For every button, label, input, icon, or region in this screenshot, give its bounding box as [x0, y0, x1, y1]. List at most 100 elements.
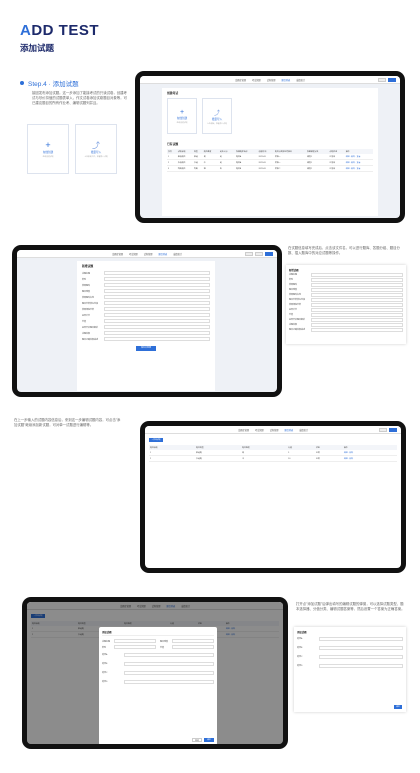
field-label: 所属题库名称 — [289, 294, 302, 296]
field-input[interactable] — [104, 289, 210, 293]
field-input[interactable] — [104, 271, 210, 275]
field-input[interactable] — [311, 282, 403, 287]
back-button[interactable] — [379, 428, 387, 432]
nav-item[interactable]: 成绩统计 — [181, 605, 190, 608]
form-row: 试题答案 — [82, 330, 210, 336]
add-question-button[interactable]: + 添加试题 — [149, 438, 163, 442]
create-online-card[interactable]: + 在线创建 在线创建试题 — [167, 98, 197, 134]
save-button[interactable] — [255, 252, 263, 256]
field-label: 类型 — [289, 279, 294, 281]
field-input[interactable] — [104, 319, 210, 323]
laptop-frame-3: 试题库管理 考试管理 试卷管理 题目列表 成绩统计 + 添加试题 题目标题题目类… — [140, 421, 406, 573]
option-label: 选项D — [102, 681, 108, 683]
type-select[interactable] — [114, 645, 156, 649]
field-input[interactable] — [311, 277, 403, 282]
field-input[interactable] — [311, 292, 403, 297]
nav-item[interactable]: 试题库管理 — [238, 429, 249, 432]
field-input[interactable] — [311, 312, 403, 317]
field-input[interactable] — [311, 297, 403, 302]
create-button[interactable] — [265, 252, 273, 256]
table-cell: 考核二 — [273, 165, 306, 172]
nav-item-active[interactable]: 题目列表 — [284, 429, 294, 432]
field-input[interactable] — [311, 317, 403, 322]
nav-item[interactable]: 试卷管理 — [151, 605, 161, 608]
table-cell: 课程1 — [305, 159, 329, 166]
table-cell: 5 — [287, 450, 315, 456]
row-actions[interactable]: 编辑 · 删除 — [224, 631, 279, 638]
row-actions[interactable]: 编辑 · 删除 · 查看 — [344, 165, 373, 172]
cancel-button[interactable]: 取消 — [192, 738, 202, 742]
back-button[interactable] — [245, 252, 253, 256]
nav-item-active[interactable]: 题目列表 — [166, 605, 176, 608]
nav-item[interactable]: 试题库管理 — [120, 605, 131, 608]
section-title: 创建考试 — [167, 91, 179, 95]
option-input[interactable] — [124, 661, 214, 666]
row-actions[interactable]: 编辑 · 删除 — [224, 626, 279, 632]
row-actions[interactable]: 编辑 · 删除 — [342, 450, 397, 456]
field-input[interactable] — [311, 287, 403, 292]
option-input[interactable] — [124, 679, 214, 684]
option-input[interactable] — [319, 654, 403, 659]
field-input[interactable] — [104, 301, 210, 305]
create-online-card[interactable]: + 在线创建 在线创建试题 — [27, 124, 69, 174]
field-input[interactable] — [311, 327, 403, 332]
field-label: 所属课程分类 — [289, 304, 302, 306]
difficulty-select[interactable] — [172, 639, 214, 643]
save-button[interactable] — [389, 428, 397, 432]
field-input[interactable] — [104, 331, 210, 335]
form-row: 是否开启题目解析 — [82, 324, 210, 330]
nav-item[interactable]: 成绩统计 — [173, 253, 182, 256]
nav-item[interactable]: 考试管理 — [128, 253, 138, 256]
field-input[interactable] — [104, 337, 210, 341]
field-input[interactable] — [311, 302, 403, 307]
field-input[interactable] — [104, 277, 210, 281]
table-cell: 正常 — [315, 450, 343, 456]
nav-item[interactable]: 试卷管理 — [269, 429, 279, 432]
nav-item[interactable]: 考试管理 — [254, 429, 264, 432]
score-input[interactable] — [172, 645, 214, 649]
nav-item-active[interactable]: 题目列表 — [158, 253, 168, 256]
nav-item-active[interactable]: 题目列表 — [281, 79, 291, 82]
row-actions[interactable]: 编辑 · 删除 · 查看 — [344, 154, 373, 160]
row-actions[interactable]: 编辑 · 删除 — [342, 455, 397, 462]
title-input[interactable] — [114, 639, 156, 643]
nav-item[interactable]: 成绩统计 — [299, 429, 308, 432]
option-input[interactable] — [124, 670, 214, 675]
option-input[interactable] — [319, 645, 403, 650]
batch-import-card[interactable]: ⤴ 批量导入 上传模板，批量导入试题 — [202, 98, 232, 134]
field-input[interactable] — [311, 322, 403, 327]
nav-item[interactable]: 试卷管理 — [266, 79, 276, 82]
preview-ok-button[interactable]: 确定 — [394, 705, 402, 709]
option-input[interactable] — [319, 636, 403, 641]
card-sub: 上传模板文件，批量导入试题 — [84, 155, 108, 158]
nav-item[interactable]: 试卷管理 — [143, 253, 153, 256]
add-question-button[interactable]: + 添加试题 — [31, 614, 45, 618]
ok-button[interactable]: 确定 — [204, 738, 214, 742]
row-actions[interactable]: 编辑 · 删除 · 查看 — [344, 159, 373, 166]
back-button[interactable] — [378, 78, 386, 82]
preview-form: 试题标题类型所属题库题目难度所属题库名称题目分类所在考核所属课程分类是否计分分值… — [289, 272, 403, 332]
save-button[interactable] — [388, 78, 396, 82]
field-input[interactable] — [104, 283, 210, 287]
batch-import-card[interactable]: ⤴ 批量导入 上传模板文件，批量导入试题 — [75, 124, 117, 174]
field-input[interactable] — [104, 325, 210, 329]
form-row: 类型 — [289, 277, 403, 282]
field-input[interactable] — [104, 313, 210, 317]
option-input[interactable] — [319, 663, 403, 668]
submit-button[interactable]: 保存并创建 — [136, 346, 156, 351]
nav-item[interactable]: 试题库管理 — [235, 79, 246, 82]
nav-item[interactable]: 考试管理 — [251, 79, 261, 82]
top-nav: 试题库管理 考试管理 试卷管理 题目列表 成绩统计 — [27, 602, 283, 610]
field-input[interactable] — [104, 307, 210, 311]
field-label: 是否开启题目解析 — [82, 326, 99, 329]
table-cell: 2021-03 — [257, 154, 274, 160]
nav-item[interactable]: 考试管理 — [136, 605, 146, 608]
field-input[interactable] — [311, 307, 403, 312]
table-header-cell: 题目难度 — [241, 445, 288, 450]
field-input[interactable] — [311, 272, 403, 277]
option-input[interactable] — [124, 652, 214, 657]
nav-item[interactable]: 试题库管理 — [112, 253, 123, 256]
nav-item[interactable]: 成绩统计 — [296, 79, 305, 82]
field-input[interactable] — [104, 295, 210, 299]
